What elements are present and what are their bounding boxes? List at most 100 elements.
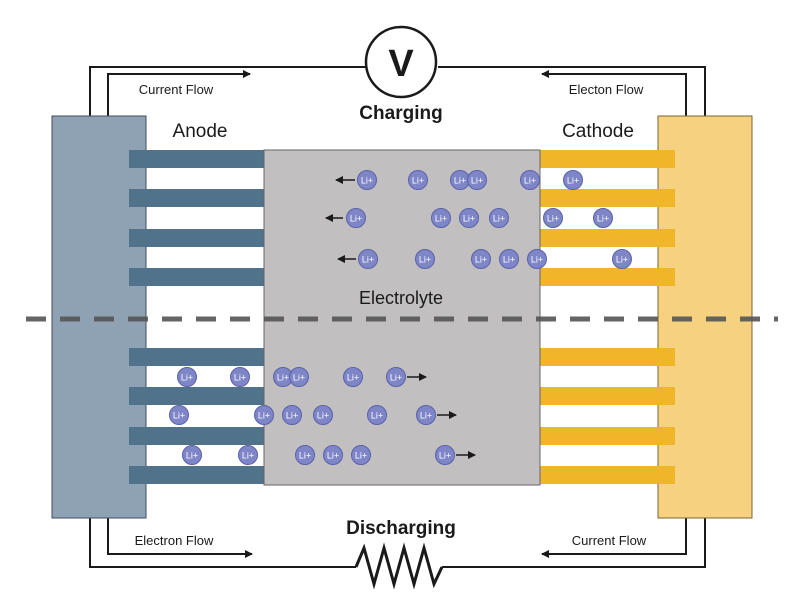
resistor-icon xyxy=(354,542,444,590)
li-ion: Li+ xyxy=(367,405,387,425)
cathode-label: Cathode xyxy=(562,121,634,142)
svg-text:Li+: Li+ xyxy=(524,176,536,186)
anode-bar xyxy=(129,387,264,405)
svg-text:Li+: Li+ xyxy=(547,214,559,224)
svg-text:Li+: Li+ xyxy=(412,176,424,186)
bottom-outer-wire-right xyxy=(442,518,706,568)
li-ion: Li+ xyxy=(351,445,371,465)
li-ion: Li+ xyxy=(254,405,274,425)
cathode-bar xyxy=(540,150,675,168)
svg-text:Li+: Li+ xyxy=(347,373,359,383)
cathode-bars xyxy=(540,150,675,484)
li-ion: Li+ xyxy=(230,367,250,387)
bottom-right-flow-label: Current Flow xyxy=(572,533,647,548)
cathode-bar xyxy=(540,466,675,484)
li-ion: Li+ xyxy=(593,208,613,228)
li-ion: Li+ xyxy=(313,405,333,425)
svg-text:Li+: Li+ xyxy=(327,451,339,461)
cathode-bar xyxy=(540,427,675,445)
li-ion: Li+ xyxy=(408,170,428,190)
li-ion: Li+ xyxy=(471,249,491,269)
li-ion: Li+ xyxy=(467,170,487,190)
svg-text:Li+: Li+ xyxy=(361,176,373,186)
svg-text:Li+: Li+ xyxy=(531,255,543,265)
top-inner-wire-left xyxy=(107,70,251,118)
bottom-outer-wire-left xyxy=(89,518,356,568)
anode-bar xyxy=(129,466,264,484)
bottom-inner-wire-right xyxy=(541,518,687,558)
svg-text:Li+: Li+ xyxy=(258,411,270,421)
anode-bar xyxy=(129,427,264,445)
top-outer-wire-right xyxy=(438,66,706,118)
svg-text:Li+: Li+ xyxy=(419,255,431,265)
anode-bar xyxy=(129,150,264,168)
cathode-bar xyxy=(540,229,675,247)
svg-text:Li+: Li+ xyxy=(454,176,466,186)
top-inner-wire-right xyxy=(541,70,687,118)
anode-bar xyxy=(129,348,264,366)
svg-text:Li+: Li+ xyxy=(277,373,289,383)
li-ion: Li+ xyxy=(323,445,343,465)
svg-text:Li+: Li+ xyxy=(371,411,383,421)
svg-text:Li+: Li+ xyxy=(420,411,432,421)
circuit-wires xyxy=(89,66,706,568)
svg-text:Li+: Li+ xyxy=(435,214,447,224)
li-ion: Li+ xyxy=(386,367,406,387)
svg-text:Li+: Li+ xyxy=(475,255,487,265)
svg-text:Li+: Li+ xyxy=(362,255,374,265)
svg-text:Li+: Li+ xyxy=(493,214,505,224)
svg-text:Li+: Li+ xyxy=(471,176,483,186)
li-ion: Li+ xyxy=(527,249,547,269)
anode-bar xyxy=(129,189,264,207)
charging-label: Charging xyxy=(359,103,442,124)
svg-text:Li+: Li+ xyxy=(242,451,254,461)
li-ion: Li+ xyxy=(459,208,479,228)
svg-text:Li+: Li+ xyxy=(355,451,367,461)
li-ion: Li+ xyxy=(416,405,436,425)
li-ion: Li+ xyxy=(289,367,309,387)
li-ion: Li+ xyxy=(177,367,197,387)
electrolyte-label: Electrolyte xyxy=(359,288,443,308)
voltmeter-symbol: V xyxy=(388,43,414,85)
li-ion: Li+ xyxy=(450,170,470,190)
svg-text:Li+: Li+ xyxy=(173,411,185,421)
li-ion: Li+ xyxy=(169,405,189,425)
svg-text:Li+: Li+ xyxy=(616,255,628,265)
svg-text:Li+: Li+ xyxy=(317,411,329,421)
li-ion: Li+ xyxy=(520,170,540,190)
anode-bar xyxy=(129,229,264,247)
li-ion: Li+ xyxy=(295,445,315,465)
li-ion: Li+ xyxy=(358,249,378,269)
li-ion: Li+ xyxy=(357,170,377,190)
bottom-left-flow-label: Electron Flow xyxy=(135,533,214,548)
ions-layer: Li+ Li+ Li+ Li+ Li+ Li+ Li+ Li+ Li+ Li+ Li+ Li+ Li+ L… xyxy=(169,170,632,465)
li-ion: Li+ xyxy=(499,249,519,269)
svg-text:Li+: Li+ xyxy=(597,214,609,224)
svg-text:Li+: Li+ xyxy=(463,214,475,224)
li-ion: Li+ xyxy=(543,208,563,228)
anode-label: Anode xyxy=(173,121,228,142)
cathode-bar xyxy=(540,268,675,286)
li-ion: Li+ xyxy=(435,445,455,465)
svg-text:Li+: Li+ xyxy=(503,255,515,265)
li-ion: Li+ xyxy=(182,445,202,465)
li-ion: Li+ xyxy=(346,208,366,228)
top-left-flow-label: Current Flow xyxy=(139,82,214,97)
svg-text:Li+: Li+ xyxy=(350,214,362,224)
bottom-inner-wire-left xyxy=(107,518,253,558)
cathode-bar xyxy=(540,189,675,207)
svg-text:Li+: Li+ xyxy=(293,373,305,383)
discharging-label: Discharging xyxy=(346,518,456,539)
top-outer-wire xyxy=(89,66,366,118)
svg-text:Li+: Li+ xyxy=(186,451,198,461)
svg-text:Li+: Li+ xyxy=(286,411,298,421)
li-ion: Li+ xyxy=(431,208,451,228)
li-ion: Li+ xyxy=(612,249,632,269)
anode-bar xyxy=(129,268,264,286)
svg-text:Li+: Li+ xyxy=(567,176,579,186)
voltmeter-icon: V xyxy=(364,25,438,99)
top-right-flow-label: Electon Flow xyxy=(569,82,644,97)
li-ion: Li+ xyxy=(489,208,509,228)
ion-arrows xyxy=(325,176,476,459)
